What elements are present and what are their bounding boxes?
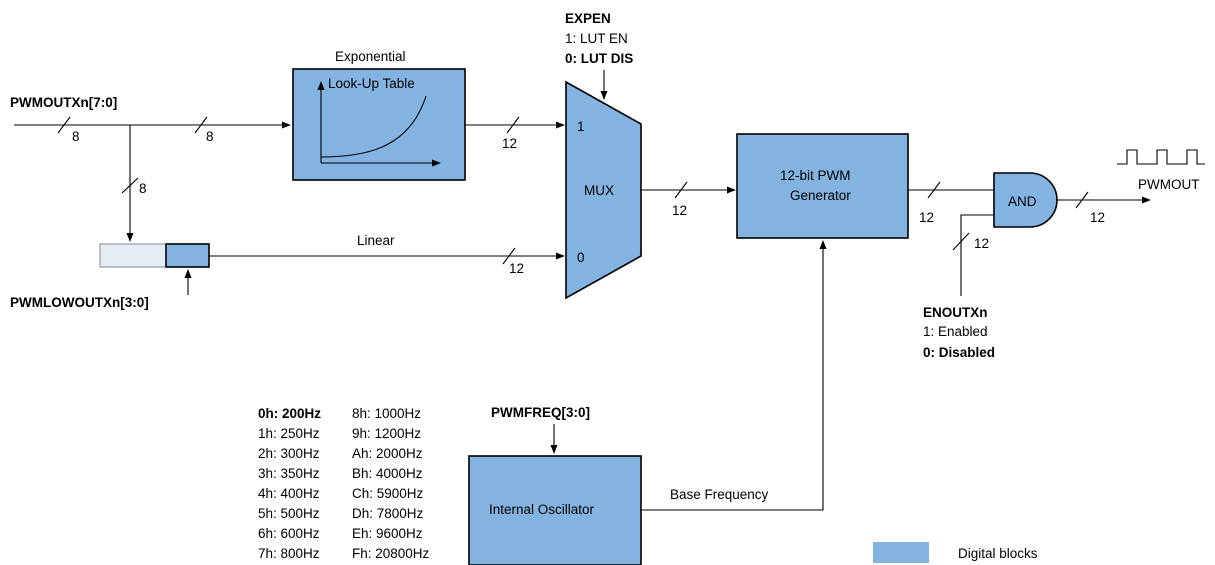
expen-title: EXPEN [565,11,611,26]
legend-swatch [873,542,929,563]
freq-right-1: 9h: 1200Hz [352,426,421,441]
enoutx-opt0: 0: Disabled [923,345,995,360]
freq-table: 0h: 200Hz 1h: 250Hz 2h: 300Hz 3h: 350Hz … [258,406,430,561]
freq-left-1: 1h: 250Hz [258,426,320,441]
pwm-generator-block [736,133,909,239]
register-high-bits [99,243,167,268]
freq-left-7: 7h: 800Hz [258,546,320,561]
base-frequency-line [641,240,827,511]
bus-width-down: 8 [139,181,147,196]
bus-width-and: 12 [1090,210,1105,225]
bus-width-in-a: 8 [72,129,80,144]
pwmlowout-label: PWMLOWOUTXn[3:0] [10,295,149,310]
freq-right-6: Eh: 9600Hz [352,526,423,541]
enoutx-opt1: 1: Enabled [923,324,988,339]
and-gate-label: AND [1008,194,1037,209]
bus-slash-in-a [57,116,71,134]
freq-right-4: Ch: 5900Hz [352,486,424,501]
legend-label: Digital blocks [958,546,1038,561]
mux-input-0: 0 [577,250,585,265]
enoutx-title: ENOUTXn [923,305,988,320]
bus-slash-and [1075,191,1089,209]
enoutx-bus [960,214,994,296]
freq-left-4: 4h: 400Hz [258,486,320,501]
bus-width-mux: 12 [672,203,687,218]
pwmout-input-label: PWMOUTXn[7:0] [10,95,117,110]
bus-width-gen: 12 [919,210,934,225]
expen-opt1: 1: LUT EN [565,31,628,46]
pwm-generator-line1: 12-bit PWM [780,168,851,183]
freq-right-2: Ah: 2000Hz [352,446,423,461]
lut-title: Exponential [335,49,406,64]
bus-slash-lut [506,116,520,134]
bus-slash-en [952,232,970,251]
pwmfreq-label: PWMFREQ[3:0] [491,405,590,420]
oscillator-label: Internal Oscillator [489,502,595,517]
register-low-bits [165,243,210,268]
bus-slash-down [121,177,139,194]
freq-left-0: 0h: 200Hz [258,406,321,421]
bus-width-en: 12 [974,236,989,251]
bus-width-lut: 12 [502,136,517,151]
bus-slash-linear [502,247,516,265]
linear-label: Linear [357,233,395,248]
mux-block [565,80,642,300]
freq-right-3: Bh: 4000Hz [352,466,423,481]
and-gate [993,172,1058,228]
pwmout-label: PWMOUT [1138,177,1200,192]
freq-right-0: 8h: 1000Hz [352,406,421,421]
base-frequency-label: Base Frequency [670,487,769,502]
freq-left-6: 6h: 600Hz [258,526,320,541]
bus-width-linear: 12 [509,261,524,276]
bus-width-in-b: 8 [206,129,214,144]
expen-opt0: 0: LUT DIS [565,51,633,66]
pwm-waveform-icon [1117,149,1205,165]
lut-label: Look-Up Table [328,76,415,91]
freq-left-5: 5h: 500Hz [258,506,320,521]
freq-left-3: 3h: 350Hz [258,466,320,481]
freq-left-2: 2h: 300Hz [258,446,320,461]
bus-slash-gen [927,181,941,199]
freq-right-5: Dh: 7800Hz [352,506,424,521]
bus-slash-mux [674,181,688,199]
mux-label: MUX [584,183,614,198]
oscillator-block [468,455,642,565]
freq-right-7: Fh: 20800Hz [352,546,430,561]
pwm-generator-line2: Generator [790,188,851,203]
bus-slash-in-b [194,116,208,134]
mux-input-1: 1 [577,119,585,134]
lut-exponential-curve [320,95,427,158]
